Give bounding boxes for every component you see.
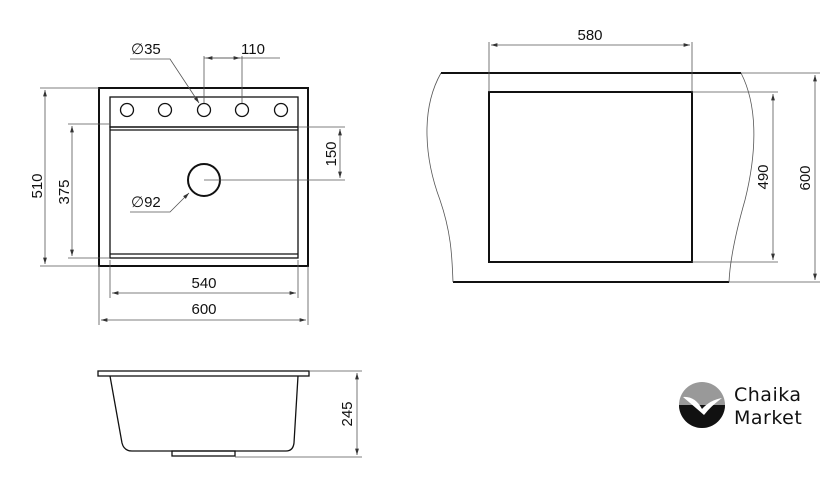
tap-hole <box>234 102 250 118</box>
dim-600: 600 <box>191 301 216 318</box>
top-view: 510 375 150 540 600 110 ∅35 ∅92 <box>29 41 345 325</box>
tap-hole <box>157 102 173 118</box>
tap-hole <box>273 102 289 118</box>
counter-edge-right <box>728 72 755 283</box>
side-view: 245 <box>97 370 362 458</box>
tap-holes <box>119 102 289 118</box>
bowl-profile <box>109 375 299 452</box>
dim-580: 580 <box>577 27 602 44</box>
seagull-icon <box>683 396 722 415</box>
dim-drain-diameter: ∅92 <box>131 194 161 211</box>
hole-diameter-value: 35 <box>144 41 161 58</box>
dim-510: 510 <box>29 173 46 198</box>
cutout-rect <box>488 91 693 263</box>
leader-line-hole <box>130 58 200 104</box>
drain-outlet <box>171 450 236 457</box>
dim-600-cabinet: 600 <box>797 165 814 190</box>
logo-text-line2: Market <box>734 407 802 429</box>
tap-hole <box>119 102 135 118</box>
bowl-outline <box>109 126 299 259</box>
dim-110: 110 <box>241 41 265 58</box>
flange <box>97 370 310 377</box>
diameter-symbol: ∅ <box>131 194 144 211</box>
logo-circle-lower-half <box>679 405 725 428</box>
logo-text-line1: Chaika <box>734 384 802 406</box>
dim-540: 540 <box>191 275 216 292</box>
dim-375: 375 <box>56 179 73 204</box>
dim-150: 150 <box>323 141 340 166</box>
dim-hole-diameter: ∅35 <box>131 41 161 58</box>
leader-line-drain <box>130 192 190 213</box>
chaika-market-logo: Chaika Market <box>679 382 802 429</box>
dim-245: 245 <box>339 401 356 426</box>
diameter-symbol: ∅ <box>131 41 144 58</box>
dim-490: 490 <box>755 164 772 189</box>
tap-hole <box>196 102 212 118</box>
cutout-view: 580 490 600 <box>426 27 820 283</box>
drain-diameter-value: 92 <box>144 194 161 211</box>
sink-outline <box>98 87 309 267</box>
counter-edge-left <box>426 72 454 283</box>
